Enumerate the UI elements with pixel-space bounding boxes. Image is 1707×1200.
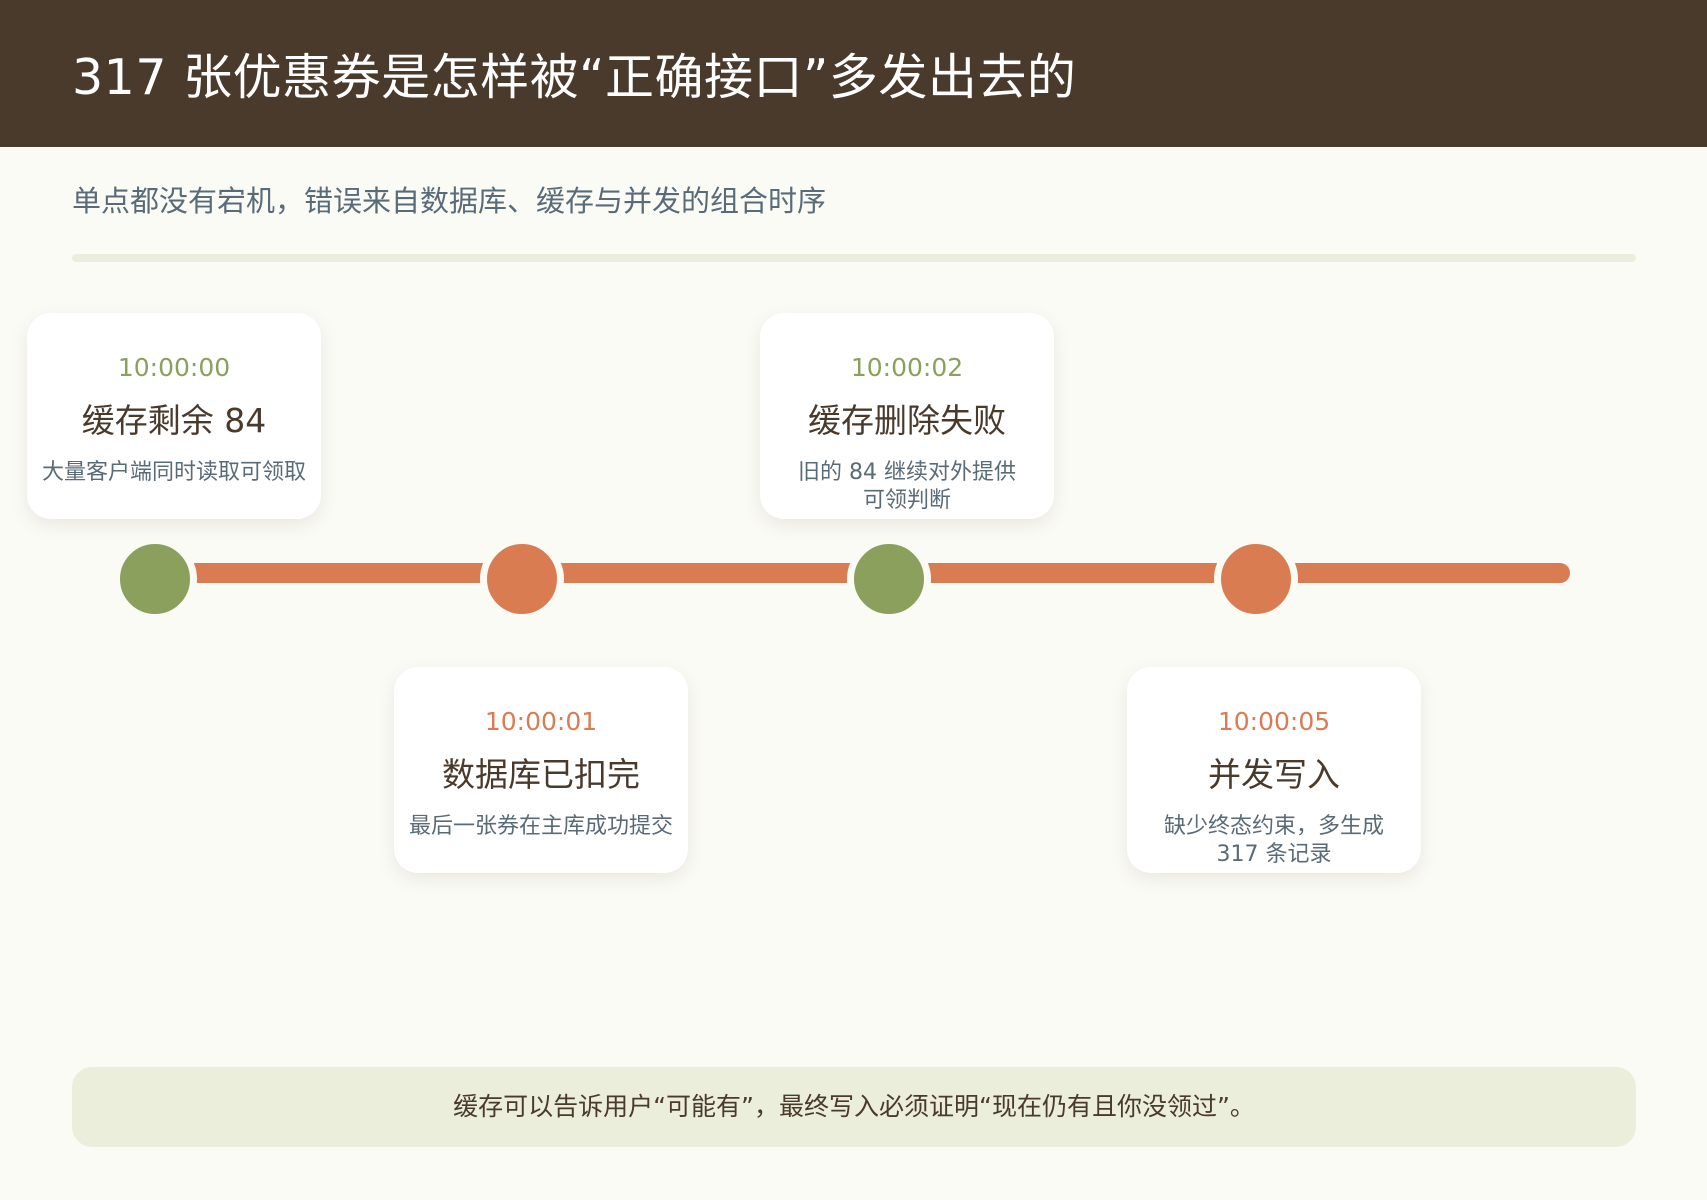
timeline-node-1 xyxy=(113,537,197,621)
event-card-2: 10:00:01 数据库已扣完 最后一张券在主库成功提交 xyxy=(394,667,688,873)
event-description: 缺少终态约束，多生成 317 条记录 xyxy=(1163,814,1384,867)
event-title: 缓存剩余 84 xyxy=(81,401,267,440)
timeline-node-3 xyxy=(847,537,931,621)
event-card-3: 10:00:02 缓存删除失败 旧的 84 继续对外提供可领判断 xyxy=(760,313,1054,519)
event-description: 旧的 84 继续对外提供可领判断 xyxy=(798,460,1016,513)
event-title: 并发写入 xyxy=(1208,755,1340,794)
event-description: 最后一张券在主库成功提交 xyxy=(408,814,673,839)
summary-note: 缓存可以告诉用户“可能有”，最终写入必须证明“现在仍有且你没领过”。 xyxy=(72,1067,1636,1147)
event-card-4: 10:00:05 并发写入 缺少终态约束，多生成 317 条记录 xyxy=(1127,667,1421,873)
event-time: 10:00:00 xyxy=(117,353,231,382)
page-subtitle: 单点都没有宕机，错误来自数据库、缓存与并发的组合时序 xyxy=(72,184,827,218)
event-time: 10:00:01 xyxy=(484,707,598,736)
event-title: 数据库已扣完 xyxy=(442,755,640,794)
event-time: 10:00:05 xyxy=(1217,707,1331,736)
timeline-node-4 xyxy=(1214,537,1298,621)
event-description: 大量客户端同时读取可领取 xyxy=(41,460,306,485)
timeline-node-2 xyxy=(480,537,564,621)
event-time: 10:00:02 xyxy=(850,353,964,382)
page-title: 317 张优惠券是怎样被“正确接口”多发出去的 xyxy=(72,49,1077,106)
divider xyxy=(72,254,1636,262)
event-card-1: 10:00:00 缓存剩余 84 大量客户端同时读取可领取 xyxy=(27,313,321,519)
header-bar: 317 张优惠券是怎样被“正确接口”多发出去的 xyxy=(0,0,1707,147)
event-title: 缓存删除失败 xyxy=(808,401,1006,440)
